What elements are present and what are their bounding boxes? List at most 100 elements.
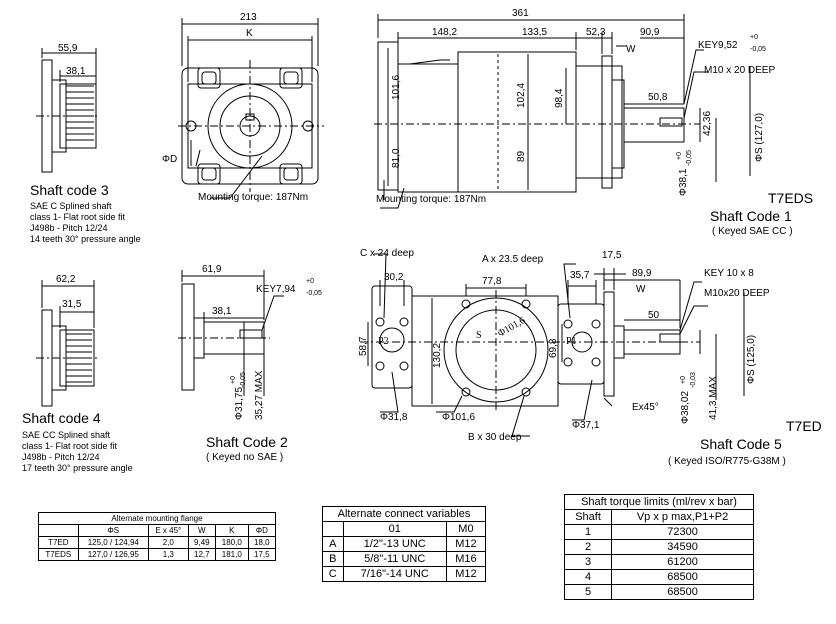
torque-cell: 72300 xyxy=(611,524,754,540)
top-p1: P1 xyxy=(566,336,577,347)
side-89: 89 xyxy=(516,150,527,162)
torque-table-title: Shaft torque limits (ml/rev x bar) xyxy=(564,494,754,510)
torque-cell: 68500 xyxy=(611,584,754,600)
connect-table-title: Alternate connect variables xyxy=(322,506,486,522)
torque-cell: 2 xyxy=(563,539,613,555)
flange-cell: T7ED xyxy=(38,536,79,549)
shaft2-title: Shaft Code 2 xyxy=(206,434,288,450)
flange-cell: 2,0 xyxy=(147,536,189,549)
top-778: 77,8 xyxy=(482,276,502,287)
top-phi1016: Φ101,6 xyxy=(442,412,476,423)
top-phi371: Φ37,1 xyxy=(572,420,600,431)
top-50: 50 xyxy=(648,310,660,321)
table-row: T7EDS 127,0 / 126,95 1,3 12,7 181,0 17,5 xyxy=(38,548,277,561)
flange-header-4: K xyxy=(214,524,249,537)
table-row: 4 68500 xyxy=(563,569,754,585)
connect-cell: 1/2"-13 UNC xyxy=(342,536,447,552)
top-698: 69,8 xyxy=(548,338,559,358)
top-code: Shaft Code 5 xyxy=(700,436,782,452)
table-row: 1 72300 xyxy=(563,524,754,540)
front-phi-d: ΦD xyxy=(162,154,178,165)
connect-cell: B xyxy=(322,551,344,567)
flange-cell: 1,3 xyxy=(147,548,189,561)
top-302: 30,2 xyxy=(384,272,404,283)
shaft4-drawing xyxy=(36,280,98,407)
connect-header-2: M0 xyxy=(445,521,487,537)
top-587: 58,7 xyxy=(358,336,369,356)
top-ex45: Ex45° xyxy=(632,402,659,413)
top-phi3802: Φ38,02 xyxy=(680,390,691,424)
side-101: 101,6 xyxy=(391,74,402,100)
flange-header-5: ΦD xyxy=(247,524,277,537)
shaft3-drawing xyxy=(36,48,100,173)
top-view-drawing xyxy=(360,253,745,437)
flange-header-2: E x 45° xyxy=(147,524,189,537)
top-w: W xyxy=(636,284,646,295)
front-width: 213 xyxy=(240,12,257,23)
side-model: T7EDS xyxy=(768,190,814,206)
shaft2-drawing xyxy=(178,270,284,396)
side-361: 361 xyxy=(512,8,529,19)
side-torque: Mounting torque: 187Nm xyxy=(376,194,487,205)
shaft4-line-2: class 1- Flat root side fit xyxy=(22,441,118,451)
flange-header-1: ΦS xyxy=(77,524,149,537)
side-phi381-tol-plus: +0 xyxy=(676,152,683,160)
side-key-tol-plus: +0 xyxy=(750,34,758,41)
side-81: 81,0 xyxy=(391,148,402,168)
shaft2-381: 38,1 xyxy=(212,306,232,317)
table-row: T7ED 125,0 / 124,94 2,0 9,49 180,0 18,0 xyxy=(38,536,277,549)
top-model: T7ED xyxy=(786,418,822,434)
table-row: B 5/8"-11 UNC M16 xyxy=(322,551,487,567)
side-102: 102,4 xyxy=(516,82,527,108)
flange-cell: 17,5 xyxy=(247,548,277,561)
shaft4-line-3: J498b - Pitch 12/24 xyxy=(22,452,100,462)
side-42: 42,36 xyxy=(702,110,713,136)
connect-cell: A xyxy=(322,536,344,552)
connect-header-0 xyxy=(322,521,344,537)
shaft4-dim-a: 62,2 xyxy=(56,274,76,285)
torque-cell: 4 xyxy=(563,569,613,585)
side-phi381-tol-minus: -0,05 xyxy=(686,150,693,166)
connect-table: Alternate connect variables 01 M0 A 1/2"… xyxy=(322,506,487,582)
side-52: 52,3 xyxy=(586,27,606,38)
shaft2-phi: Φ31,75 xyxy=(234,386,245,420)
shaft2-619: 61,9 xyxy=(202,264,222,275)
shaft3-dim-a: 55,9 xyxy=(58,43,78,54)
connect-cell: M12 xyxy=(445,566,487,582)
top-413: 41,3 MAX xyxy=(708,376,719,420)
table-row: C 7/16"-14 UNC M12 xyxy=(322,566,487,582)
torque-cell: 61200 xyxy=(611,554,754,570)
torque-table: Shaft torque limits (ml/rev x bar) Shaft… xyxy=(563,494,754,600)
top-357: 35,7 xyxy=(570,270,590,281)
side-view-drawing xyxy=(374,14,751,209)
flange-cell: 18,0 xyxy=(247,536,277,549)
side-phi381: Φ38,1 xyxy=(678,168,689,196)
shaft3-line-2: class 1- Flat root side fit xyxy=(30,212,126,222)
flange-cell: T7EDS xyxy=(38,548,79,561)
table-row: A 1/2"-13 UNC M12 xyxy=(322,536,487,552)
flange-cell: 125,0 / 124,94 xyxy=(77,536,149,549)
flange-table: Alternate mounting flange ΦS E x 45° W K… xyxy=(38,512,277,561)
side-key: KEY9,52 xyxy=(698,40,738,51)
flange-header-0 xyxy=(38,524,79,537)
top-phi3802-tol-minus: -0,03 xyxy=(690,372,697,388)
flange-header-3: W xyxy=(187,524,216,537)
shaft2-sub: ( Keyed no SAE ) xyxy=(206,452,284,463)
shaft3-line-4: 14 teeth 30° pressure angle xyxy=(30,234,141,244)
shaft3-title: Shaft code 3 xyxy=(30,182,109,198)
torque-cell: 3 xyxy=(563,554,613,570)
top-a235: A x 23.5 deep xyxy=(482,254,544,265)
top-code-sub: ( Keyed ISO/R775-G38M ) xyxy=(668,456,786,467)
flange-cell: 127,0 / 126,95 xyxy=(77,548,149,561)
top-899: 89,9 xyxy=(632,268,652,279)
side-key-tol-minus: -0,05 xyxy=(750,46,766,53)
shaft4-title: Shaft code 4 xyxy=(22,410,101,426)
shaft4-dim-b: 31,5 xyxy=(62,299,82,310)
front-k: K xyxy=(246,28,253,39)
flange-cell: 181,0 xyxy=(214,548,249,561)
side-phis: ΦS (127,0) xyxy=(754,112,765,162)
flange-cell: 180,0 xyxy=(214,536,249,549)
table-row: 5 68500 xyxy=(563,584,754,600)
side-m10: M10 x 20 DEEP xyxy=(704,65,776,76)
